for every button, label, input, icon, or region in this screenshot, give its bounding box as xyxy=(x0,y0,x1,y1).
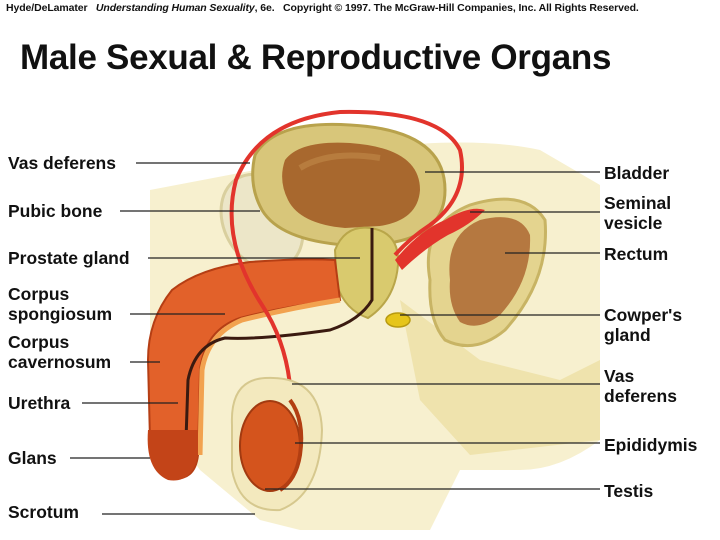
label-line: Pubic bone xyxy=(8,201,103,221)
label-bladder: Bladder xyxy=(604,163,669,183)
credit-copyright: Copyright © 1997. The McGraw-Hill Compan… xyxy=(283,2,639,14)
label-corpus-cavernosum: Corpus cavernosum xyxy=(8,332,111,372)
label-line: Bladder xyxy=(604,163,670,183)
label-pubic-bone: Pubic bone xyxy=(8,201,102,221)
urethra-shape xyxy=(183,228,374,471)
rectum-inner xyxy=(449,217,531,326)
label-line: Testis xyxy=(604,481,654,501)
label-line: Scrotum xyxy=(8,502,79,522)
glans-shape xyxy=(147,430,198,481)
label-line: Cowper's xyxy=(604,305,683,325)
label-scrotum: Scrotum xyxy=(8,502,79,522)
label-rectum: Rectum xyxy=(604,244,668,264)
seminal-vesicle-shape xyxy=(395,208,485,270)
label-corpus-spongiosum: Corpus spongiosum xyxy=(8,284,112,324)
label-line: spongiosum xyxy=(8,304,113,324)
label-vas-deferens-upper: Vas deferens xyxy=(8,153,116,173)
label-line: Seminal xyxy=(604,193,672,213)
epididymis-shape xyxy=(278,398,304,492)
label-line: Corpus xyxy=(8,332,70,352)
label-line: Glans xyxy=(8,448,57,468)
label-epididymis: Epididymis xyxy=(604,435,697,455)
label-cowpers-gland: Cowper's gland xyxy=(604,305,682,345)
credit-authors: Hyde/DeLamater xyxy=(6,2,88,14)
label-testis: Testis xyxy=(604,481,653,501)
label-line: Epididymis xyxy=(604,435,698,455)
label-line: deferens xyxy=(604,386,677,406)
copyright-credit: Hyde/DeLamater Understanding Human Sexua… xyxy=(6,2,714,14)
prostate-shape xyxy=(333,226,400,320)
label-line: Vas xyxy=(604,366,635,386)
label-line: cavernosum xyxy=(8,352,112,372)
label-line: Prostate gland xyxy=(8,248,130,268)
vas-deferens-tube xyxy=(229,109,464,386)
label-line: Corpus xyxy=(8,284,70,304)
label-line: vesicle xyxy=(604,213,663,233)
page-title: Male Sexual & Reproductive Organs xyxy=(20,38,612,77)
bladder-inner xyxy=(282,142,420,228)
label-glans: Glans xyxy=(8,448,57,468)
label-line: Vas deferens xyxy=(8,153,116,173)
credit-book-title: Understanding Human Sexuality xyxy=(95,2,255,14)
corpus-spongiosum-shape xyxy=(197,297,341,456)
label-urethra: Urethra xyxy=(8,393,70,413)
label-line: Rectum xyxy=(604,244,669,264)
label-line: gland xyxy=(604,325,651,345)
cowpers-gland-shape xyxy=(385,312,411,328)
label-prostate-gland: Prostate gland xyxy=(8,248,130,268)
label-vas-deferens-lower: Vas deferens xyxy=(604,366,677,406)
label-seminal-vesicle: Seminal vesicle xyxy=(604,193,671,233)
credit-edition: , 6e. xyxy=(254,2,275,14)
label-line: Urethra xyxy=(8,393,71,413)
